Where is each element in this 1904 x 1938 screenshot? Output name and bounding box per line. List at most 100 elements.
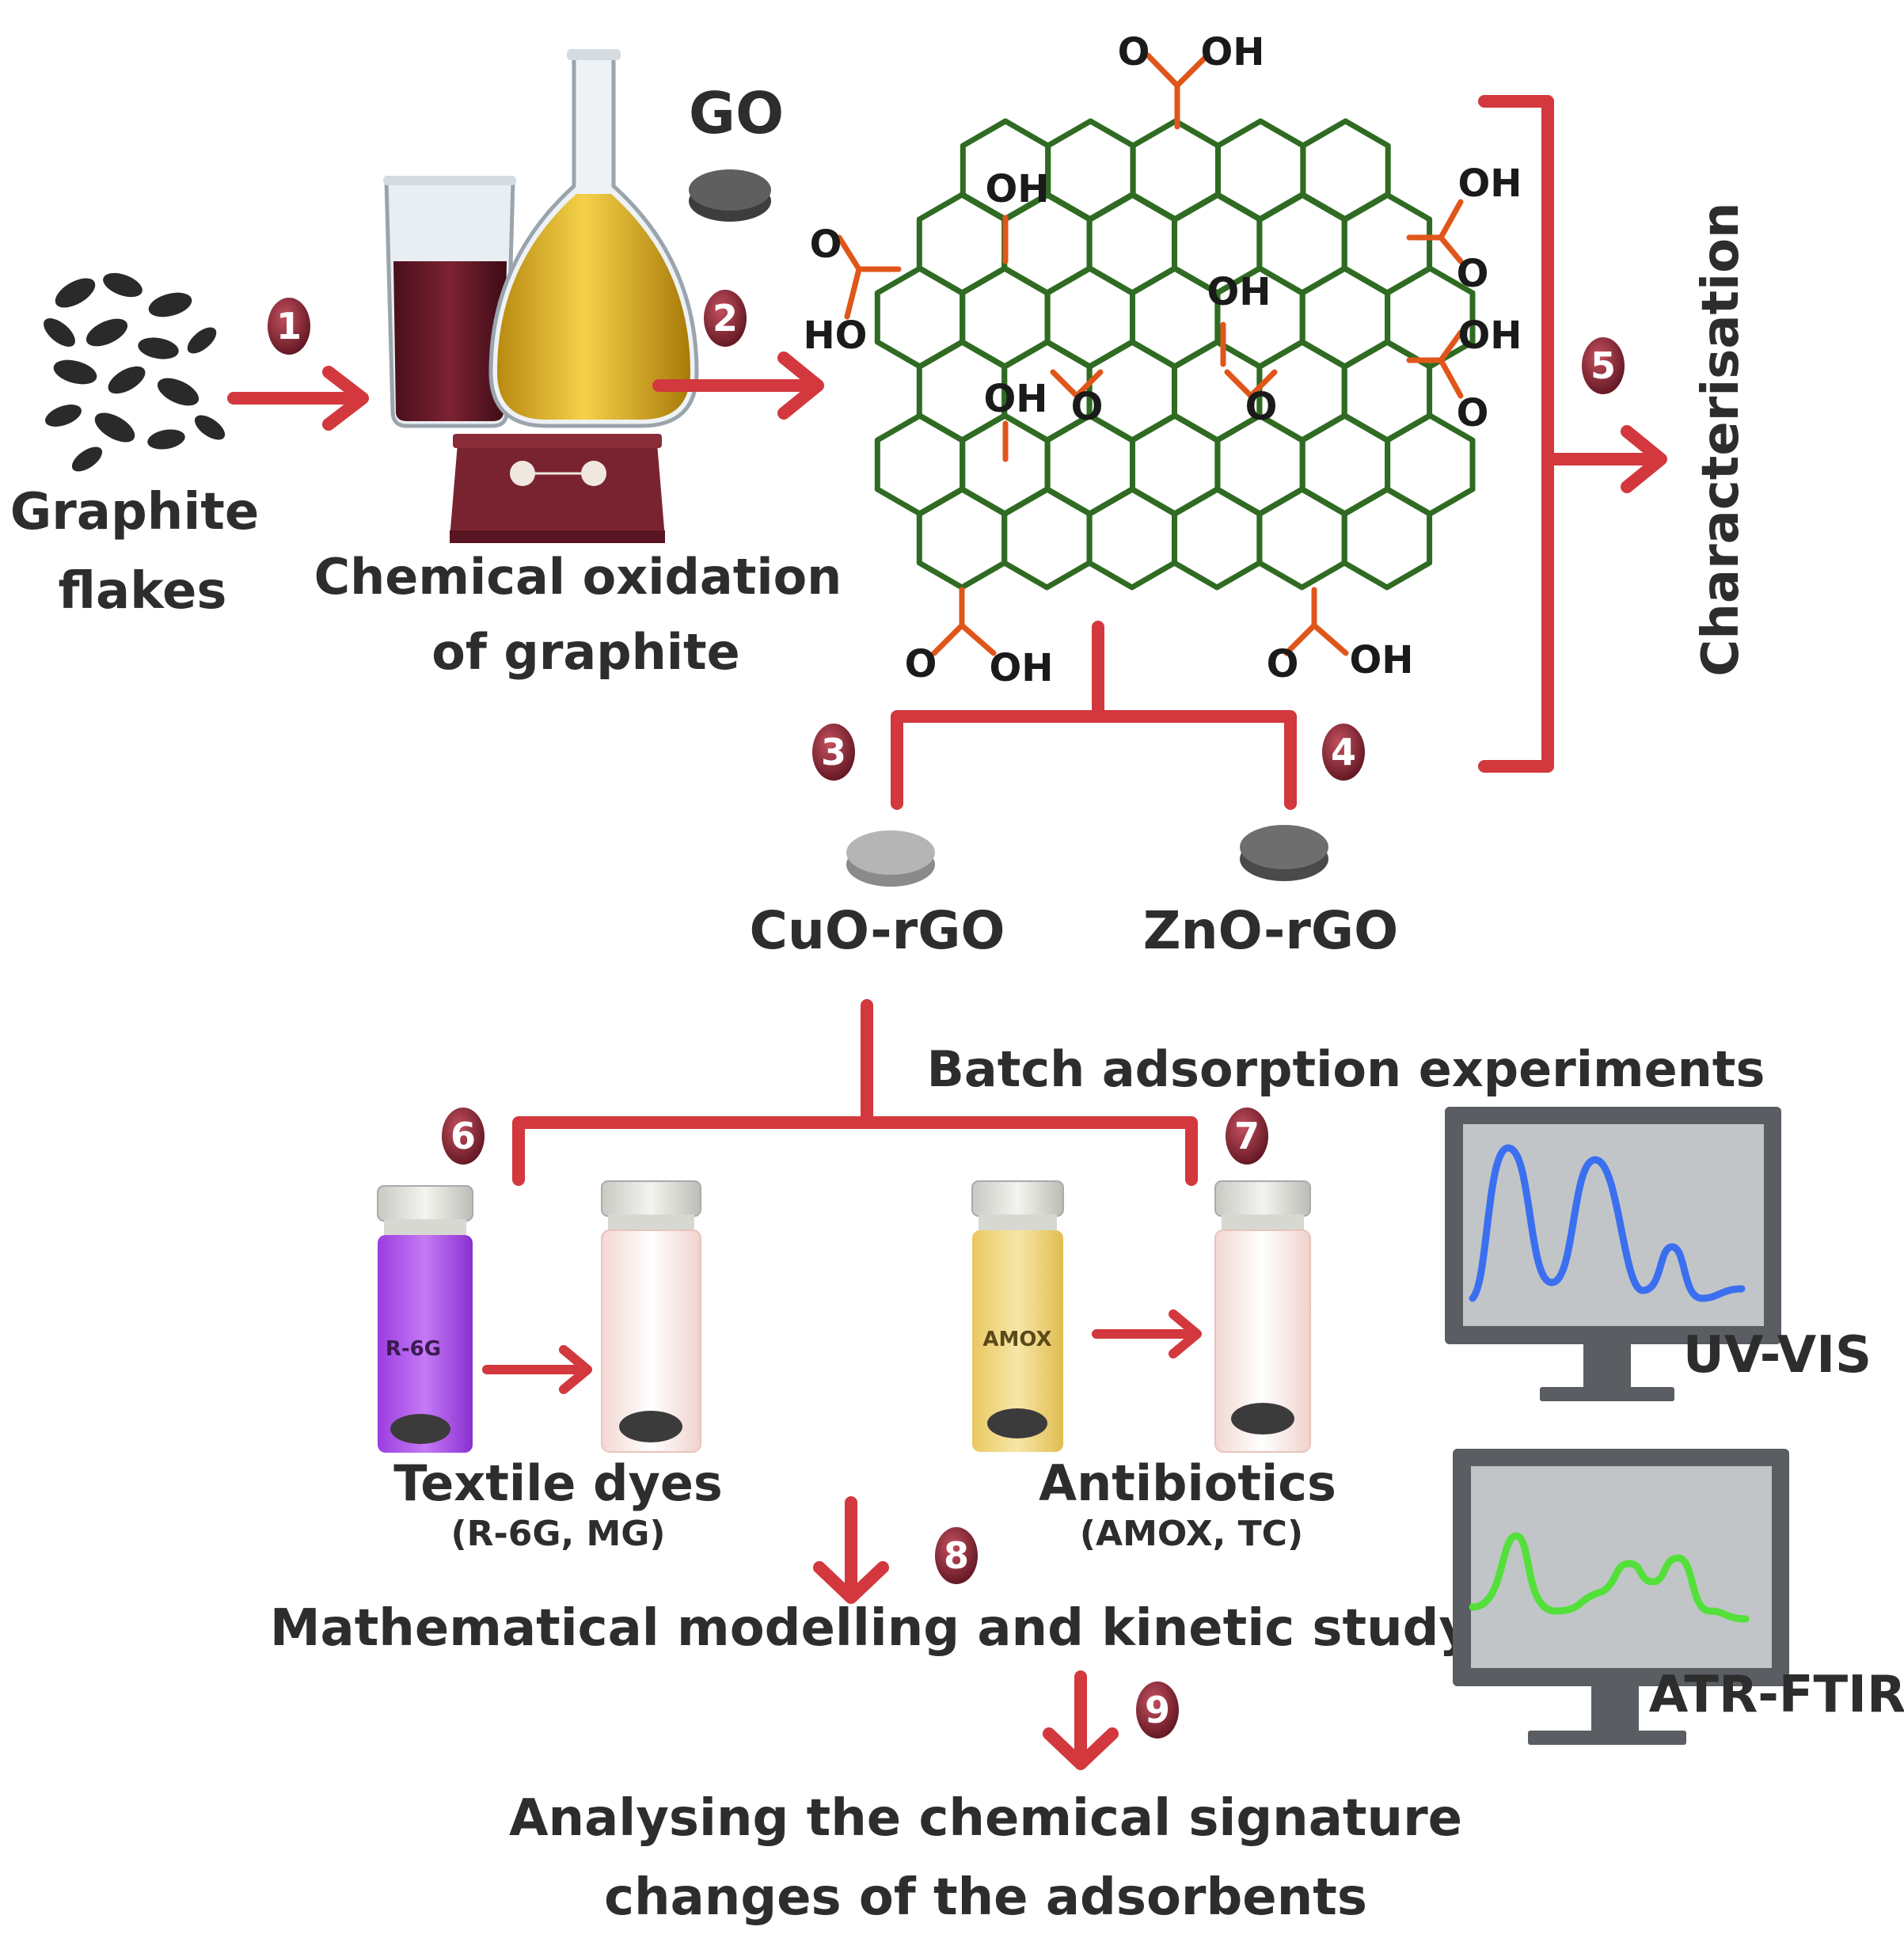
antibiotics-label: Antibiotics: [1039, 1454, 1336, 1512]
arrow-8: [813, 1496, 889, 1604]
svg-text:1: 1: [276, 305, 302, 348]
svg-text:4: 4: [1331, 731, 1356, 773]
arrow-antibiotic-removal: [1092, 1309, 1202, 1358]
graphite-flakes-icon: [44, 272, 226, 472]
analysing-label-line1: Analysing the chemical signature: [509, 1789, 1462, 1848]
graphite-label-line2: flakes: [59, 562, 227, 621]
functional-group-bond: [1438, 357, 1464, 399]
oxidation-label-line1: Chemical oxidation: [314, 548, 842, 606]
label-cooh-left-ho: HO: [804, 314, 868, 358]
atr-ftir-monitor-icon: [1453, 1449, 1789, 1745]
label-oh-2: OH: [1207, 270, 1271, 314]
vial-amox: AMOX: [971, 1180, 1064, 1452]
functional-group-bond: [1248, 369, 1278, 399]
lattice-hexagon: [1256, 486, 1347, 591]
vial-r6g-label: R-6G: [386, 1337, 441, 1361]
textile-dyes-label: Textile dyes: [393, 1454, 723, 1512]
vial-dye-clear: [601, 1180, 701, 1453]
step-badge-9: 9: [1136, 1682, 1179, 1738]
functional-group-bond: [836, 234, 862, 272]
label-cooh-right2-oh: OH: [1458, 314, 1522, 358]
uv-vis-monitor-icon: [1445, 1107, 1781, 1401]
arrow-2: [652, 352, 824, 420]
zno-label: ZnO-rGO: [1143, 900, 1398, 961]
split-3-4-lines: [891, 621, 1297, 810]
step-badge-8: 8: [935, 1527, 978, 1584]
arrow-9: [1043, 1670, 1119, 1770]
analysing-label-line2: changes of the adsorbents: [604, 1868, 1367, 1927]
step-badge-1: 1: [268, 298, 310, 355]
textile-dyes-sub: (R-6G, MG): [450, 1514, 665, 1554]
modelling-label: Mathematical modelling and kinetic study: [270, 1599, 1472, 1658]
label-cooh-right2-o: O: [1457, 391, 1489, 435]
lattice-hexagon: [1086, 486, 1177, 591]
step-badge-6: 6: [442, 1108, 485, 1165]
vial-r6g: R-6G: [377, 1185, 473, 1453]
zno-pellet-icon: [1240, 825, 1328, 881]
svg-text:7: 7: [1234, 1115, 1260, 1157]
label-cooh-bl-o: O: [905, 642, 937, 686]
lattice-hexagon: [916, 486, 1008, 591]
oxidation-label-line2: of graphite: [431, 623, 739, 681]
label-cooh-right1-o: O: [1457, 252, 1489, 296]
step-badge-7: 7: [1226, 1108, 1268, 1165]
functional-group-bond: [1438, 329, 1464, 363]
functional-group-bond: [1283, 622, 1317, 656]
split-6-7-lines: [512, 999, 1198, 1186]
label-cooh-br-o: O: [1267, 642, 1299, 686]
uv-vis-label: UV-VIS: [1683, 1326, 1872, 1385]
svg-text:2: 2: [713, 297, 738, 340]
svg-text:5: 5: [1590, 344, 1616, 387]
functional-group-labels: O OH OH OH OH O O O HO OH O OH O O OH O …: [804, 30, 1522, 690]
step-badge-2: 2: [704, 290, 747, 347]
functional-group-bond: [844, 266, 862, 320]
label-cooh-top-oh: OH: [1201, 30, 1265, 74]
characterisation-bracket: [1478, 95, 1667, 773]
lattice-hexagon: [1341, 486, 1433, 591]
label-cooh-br-oh: OH: [1350, 638, 1414, 682]
functional-group-bond: [1438, 199, 1464, 241]
step-badge-5: 5: [1582, 337, 1625, 394]
graphite-label-line1: Graphite: [10, 483, 260, 542]
label-oh-1: OH: [986, 167, 1050, 211]
label-epoxy-o-2: O: [1245, 385, 1278, 429]
go-pellet-icon: [689, 169, 771, 222]
go-label: GO: [689, 80, 784, 146]
step-badge-3: 3: [812, 724, 855, 781]
svg-text:6: 6: [450, 1115, 476, 1157]
functional-group-bond: [959, 622, 997, 656]
antibiotics-sub: (AMOX, TC): [1080, 1514, 1303, 1554]
label-cooh-top-o: O: [1118, 30, 1150, 74]
svg-text:3: 3: [821, 731, 846, 773]
vial-amox-label: AMOX: [982, 1328, 1051, 1351]
cuo-label: CuO-rGO: [750, 900, 1005, 961]
svg-text:8: 8: [944, 1534, 969, 1577]
lattice-hexagon: [1001, 486, 1093, 591]
functional-group-bond: [1050, 369, 1080, 399]
label-oh-3: OH: [984, 377, 1048, 421]
oxidation-glassware-icon: [383, 49, 699, 543]
functional-group-bond: [931, 622, 965, 656]
batch-label: Batch adsorption experiments: [927, 1040, 1765, 1098]
atr-ftir-label: ATR-FTIR: [1649, 1666, 1904, 1724]
label-cooh-left-o: O: [810, 222, 842, 267]
label-epoxy-o-1: O: [1071, 385, 1104, 429]
functional-group-bond: [1311, 622, 1349, 656]
graphene-oxide-lattice: [836, 52, 1476, 656]
functional-group-bond: [1145, 52, 1180, 89]
functional-group-bond: [1224, 369, 1254, 399]
functional-group-bond: [1438, 234, 1464, 264]
svg-text:9: 9: [1145, 1689, 1170, 1731]
cuo-pellet-icon: [846, 830, 935, 887]
step-badge-4: 4: [1322, 724, 1365, 781]
arrow-1: [227, 366, 369, 431]
lattice-hexagon: [1172, 486, 1263, 591]
arrow-dye-removal: [482, 1345, 592, 1394]
label-cooh-bl-oh: OH: [990, 646, 1054, 690]
characterisation-label: Characterisation: [1692, 202, 1750, 676]
vial-antibiotic-clear: [1214, 1180, 1311, 1453]
label-cooh-right1-oh: OH: [1458, 162, 1522, 206]
functional-group-bond: [1074, 369, 1104, 399]
functional-group-bond: [1174, 52, 1210, 89]
